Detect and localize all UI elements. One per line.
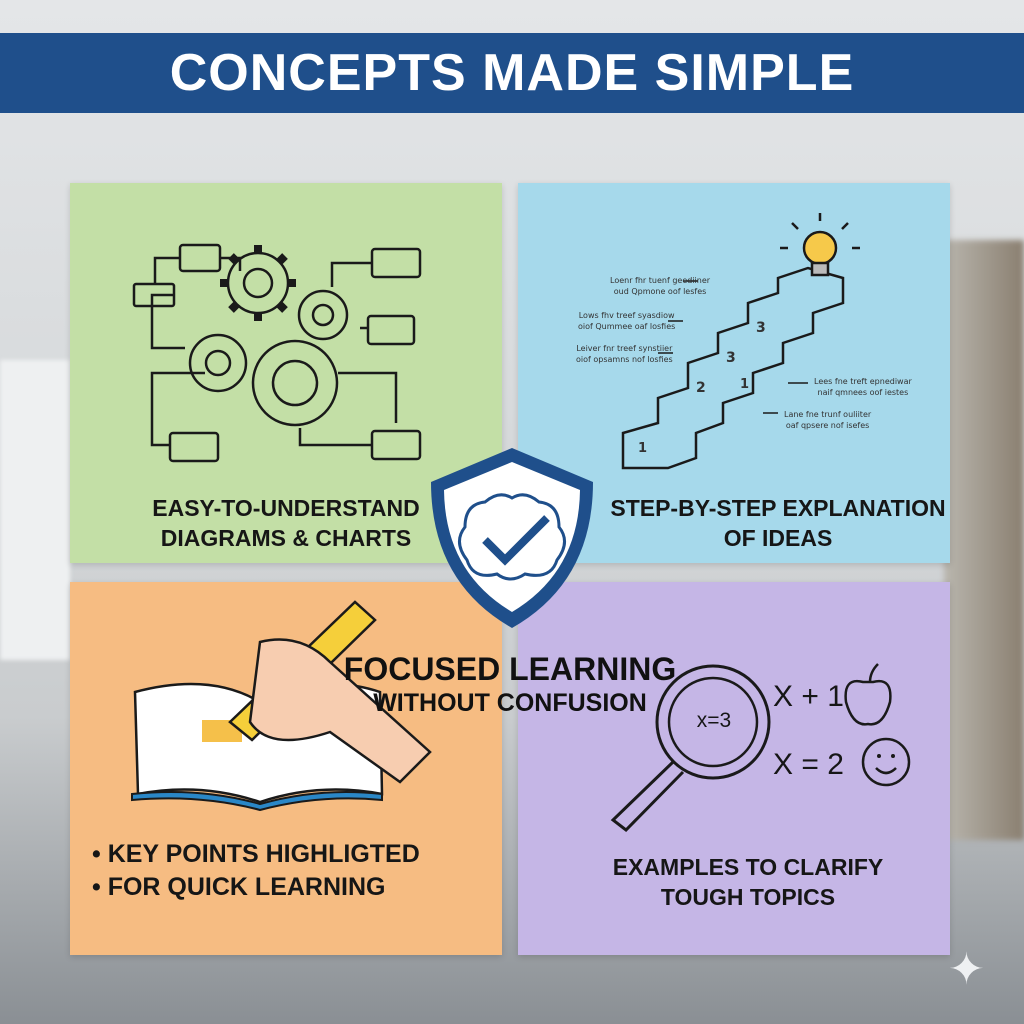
page-title: CONCEPTS MADE SIMPLE <box>169 44 855 102</box>
step-number: 1 <box>740 377 750 392</box>
highlight-bullets: KEY POINTS HIGHLIGTED FOR QUICK LEARNING <box>92 838 420 904</box>
caption-line: STEP-BY-STEP EXPLANATION <box>610 495 946 521</box>
staircase-lightbulb-icon <box>621 213 860 470</box>
equation: X = 2 <box>773 748 844 781</box>
apple-icon <box>844 663 892 726</box>
title-banner: CONCEPTS MADE SIMPLE <box>0 33 1024 113</box>
smiley-icon <box>861 737 911 787</box>
step-number: 3 <box>756 320 766 336</box>
magnifier-text: x=3 <box>696 709 732 732</box>
center-message: FOCUSED LEARNING WITHOUT CONFUSION <box>340 650 680 718</box>
panel-examples: x=3 X + 1 X = 2 EXAMPLES TO CLARIFY TOUG… <box>518 582 950 955</box>
caption-line: EASY-TO-UNDERSTAND <box>152 495 420 521</box>
bullet-item: KEY POINTS HIGHLIGTED <box>92 838 420 871</box>
gears-flowchart-icon <box>132 243 422 463</box>
steps-caption: STEP-BY-STEP EXPLANATION OF IDEAS <box>578 493 978 553</box>
step-number: 3 <box>726 350 736 366</box>
background-bookshelf <box>944 240 1024 840</box>
equation: X + 1 <box>773 680 844 713</box>
caption-line: OF IDEAS <box>723 525 833 551</box>
bullet-item: FOR QUICK LEARNING <box>92 871 420 904</box>
caption-line: TOUGH TOPICS <box>660 884 836 910</box>
diagrams-caption: EASY-TO-UNDERSTAND DIAGRAMS & CHARTS <box>70 493 502 553</box>
examples-caption: EXAMPLES TO CLARIFY TOUGH TOPICS <box>548 852 948 912</box>
panel-diagrams: EASY-TO-UNDERSTAND DIAGRAMS & CHARTS <box>70 183 502 563</box>
background-whiteboard <box>0 360 70 660</box>
book-highlighter-icon <box>131 600 432 812</box>
center-subtitle: WITHOUT CONFUSION <box>373 689 647 717</box>
panel-highlight: KEY POINTS HIGHLIGTED FOR QUICK LEARNING <box>70 582 502 955</box>
magnifier-icon <box>610 663 911 832</box>
brain-check-shield-icon <box>431 448 593 628</box>
sparkle-icon: ✦ <box>948 944 985 995</box>
step-number: 1 <box>638 441 648 456</box>
caption-line: EXAMPLES TO CLARIFY <box>612 854 884 880</box>
caption-line: DIAGRAMS & CHARTS <box>160 525 412 551</box>
step-number: 2 <box>696 380 706 396</box>
center-title: FOCUSED LEARNING <box>343 651 677 687</box>
